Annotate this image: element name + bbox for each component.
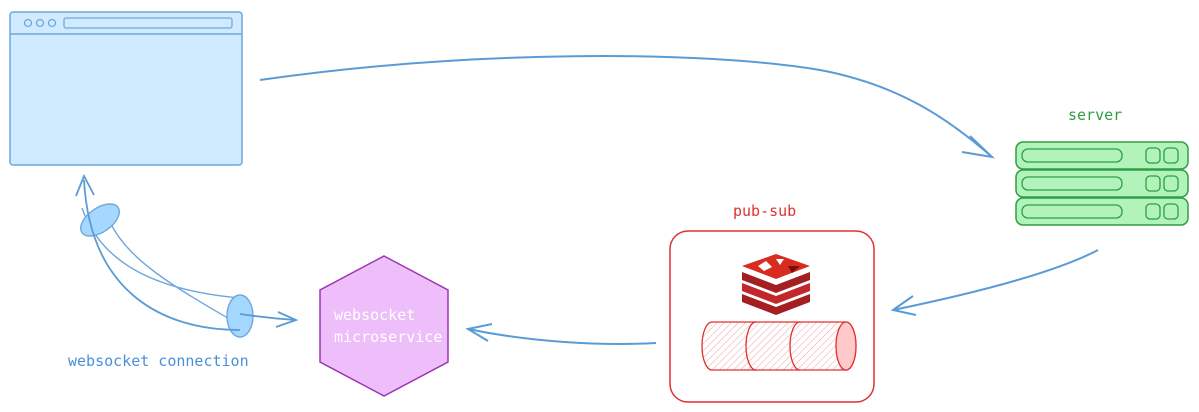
arrow-pubsub-to-microservice: [465, 323, 657, 345]
redis-logo-icon: [742, 254, 810, 315]
arrow-websocket-to-microservice: [239, 311, 299, 328]
server-label: server: [1068, 106, 1123, 124]
pubsub-label: pub-sub: [733, 202, 797, 220]
websocket-connection-label: websocket connection: [68, 352, 249, 370]
microservice-label-line2: microservice: [334, 328, 443, 346]
microservice-hexagon: [319, 255, 449, 397]
arrow-browser-to-server: [259, 55, 996, 159]
websocket-tube-icon: [80, 203, 254, 338]
browser-window-icon: [9, 11, 243, 166]
message-queue-icon: [701, 321, 857, 371]
pubsub-box: [669, 230, 875, 403]
server-rack-icon: [1015, 141, 1189, 226]
arrow-websocket-to-browser: [75, 173, 241, 331]
microservice-label-line1: websocket: [334, 306, 416, 324]
arrow-server-to-pubsub: [890, 249, 1099, 316]
